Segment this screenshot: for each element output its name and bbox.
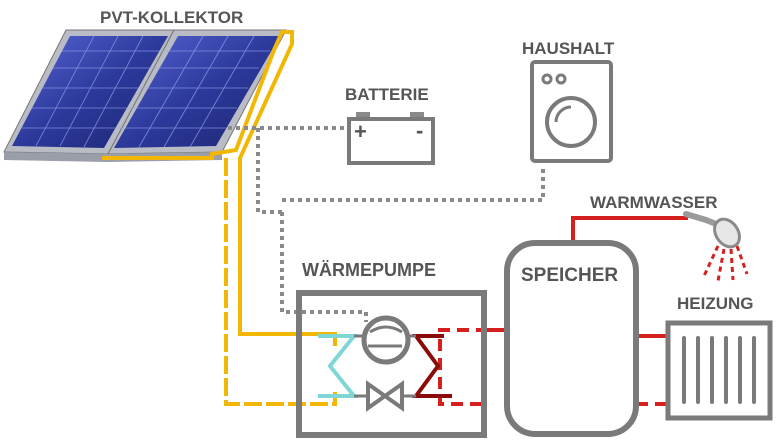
storage-label: SPEICHER bbox=[521, 265, 618, 286]
radiator-icon bbox=[665, 320, 773, 421]
heating-label: HEIZUNG bbox=[677, 294, 754, 313]
hot-water-pipe bbox=[571, 216, 688, 250]
compressor-icon bbox=[361, 315, 411, 365]
household-label: HAUSHALT bbox=[522, 39, 615, 58]
condenser-coil bbox=[412, 334, 452, 398]
heat-pump-box bbox=[296, 290, 487, 438]
collector-loop bbox=[102, 30, 337, 406]
electric-wiring bbox=[228, 126, 545, 322]
washing-machine-icon bbox=[530, 60, 613, 163]
evaporator-coil bbox=[318, 334, 359, 398]
battery bbox=[347, 112, 435, 165]
battery-minus-sign: - bbox=[416, 118, 423, 143]
battery-plus-sign: + bbox=[354, 119, 367, 144]
solar-panel-right bbox=[114, 36, 280, 148]
solar-panel-left bbox=[12, 36, 168, 148]
shower-head-icon bbox=[683, 211, 741, 249]
heat-pump-label: WÄRMEPUMPE bbox=[302, 260, 436, 280]
hot-water-label: WARMWASSER bbox=[590, 193, 718, 212]
water-spray bbox=[702, 245, 749, 282]
expansion-valve-icon bbox=[366, 380, 389, 412]
battery-label: BATTERIE bbox=[345, 85, 429, 104]
pvt-collector bbox=[3, 29, 287, 162]
collector-label: PVT-KOLLEKTOR bbox=[100, 8, 243, 27]
storage-tank bbox=[504, 240, 639, 437]
